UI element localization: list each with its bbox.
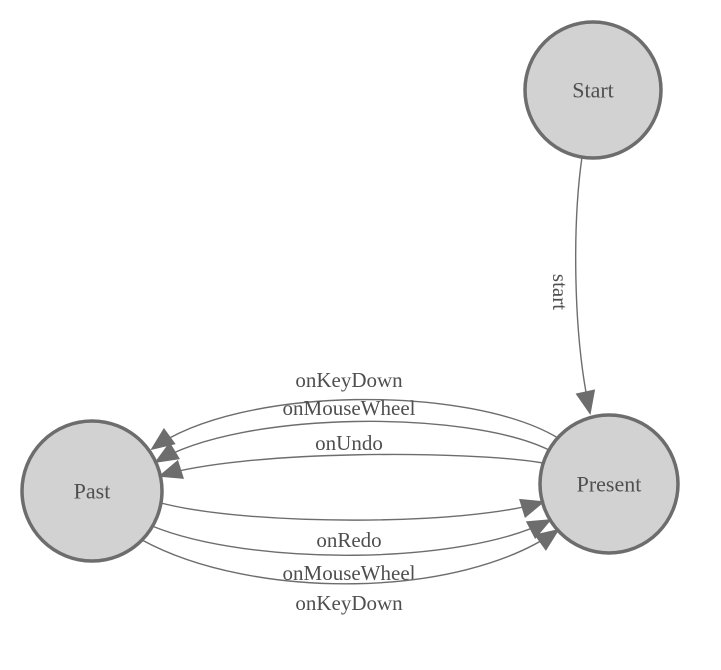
edge-path-past-to-present-onmousewheel — [151, 519, 552, 556]
state-node-circle-present — [538, 413, 680, 555]
edge-present-to-past-onkeydown: onKeyDown — [150, 368, 559, 451]
edge-path-past-to-present-onkeydown — [141, 528, 560, 585]
edge-label-present-to-past-onundo: onUndo — [315, 431, 383, 455]
edge-past-to-present-onmousewheel: onMouseWheel — [151, 519, 552, 585]
state-node-label-past: Past — [74, 479, 111, 504]
edge-label-past-to-present-onredo: onRedo — [316, 528, 381, 552]
edge-start-to-present-start: start — [548, 156, 596, 415]
state-node-label-start: Start — [572, 78, 614, 103]
edge-path-present-to-past-onundo — [158, 453, 544, 479]
edge-path-past-to-present-onredo — [160, 498, 545, 521]
edge-present-to-past-onundo: onUndo — [158, 431, 544, 479]
edge-past-to-present-onkeydown: onKeyDown — [141, 528, 560, 615]
edge-label-start-to-present-start: start — [548, 274, 572, 310]
edge-present-to-past-onmousewheel: onMouseWheel — [154, 396, 550, 464]
edge-label-past-to-present-onmousewheel: onMouseWheel — [283, 561, 416, 585]
edge-past-to-present-onredo: onRedo — [160, 498, 545, 552]
edge-label-present-to-past-onmousewheel: onMouseWheel — [283, 396, 416, 420]
state-node-circle-start — [523, 20, 663, 160]
state-node-past: Past — [20, 419, 164, 563]
edge-path-present-to-past-onkeydown — [150, 398, 559, 451]
state-node-start: Start — [523, 20, 663, 160]
edge-label-present-to-past-onkeydown: onKeyDown — [295, 368, 403, 392]
state-node-present: Present — [538, 413, 680, 555]
edge-path-present-to-past-onmousewheel — [154, 420, 550, 464]
edge-label-past-to-present-onkeydown: onKeyDown — [295, 591, 403, 615]
state-node-label-present: Present — [577, 472, 642, 497]
state-node-circle-past — [20, 419, 164, 563]
edge-path-start-to-present-start — [575, 156, 596, 415]
